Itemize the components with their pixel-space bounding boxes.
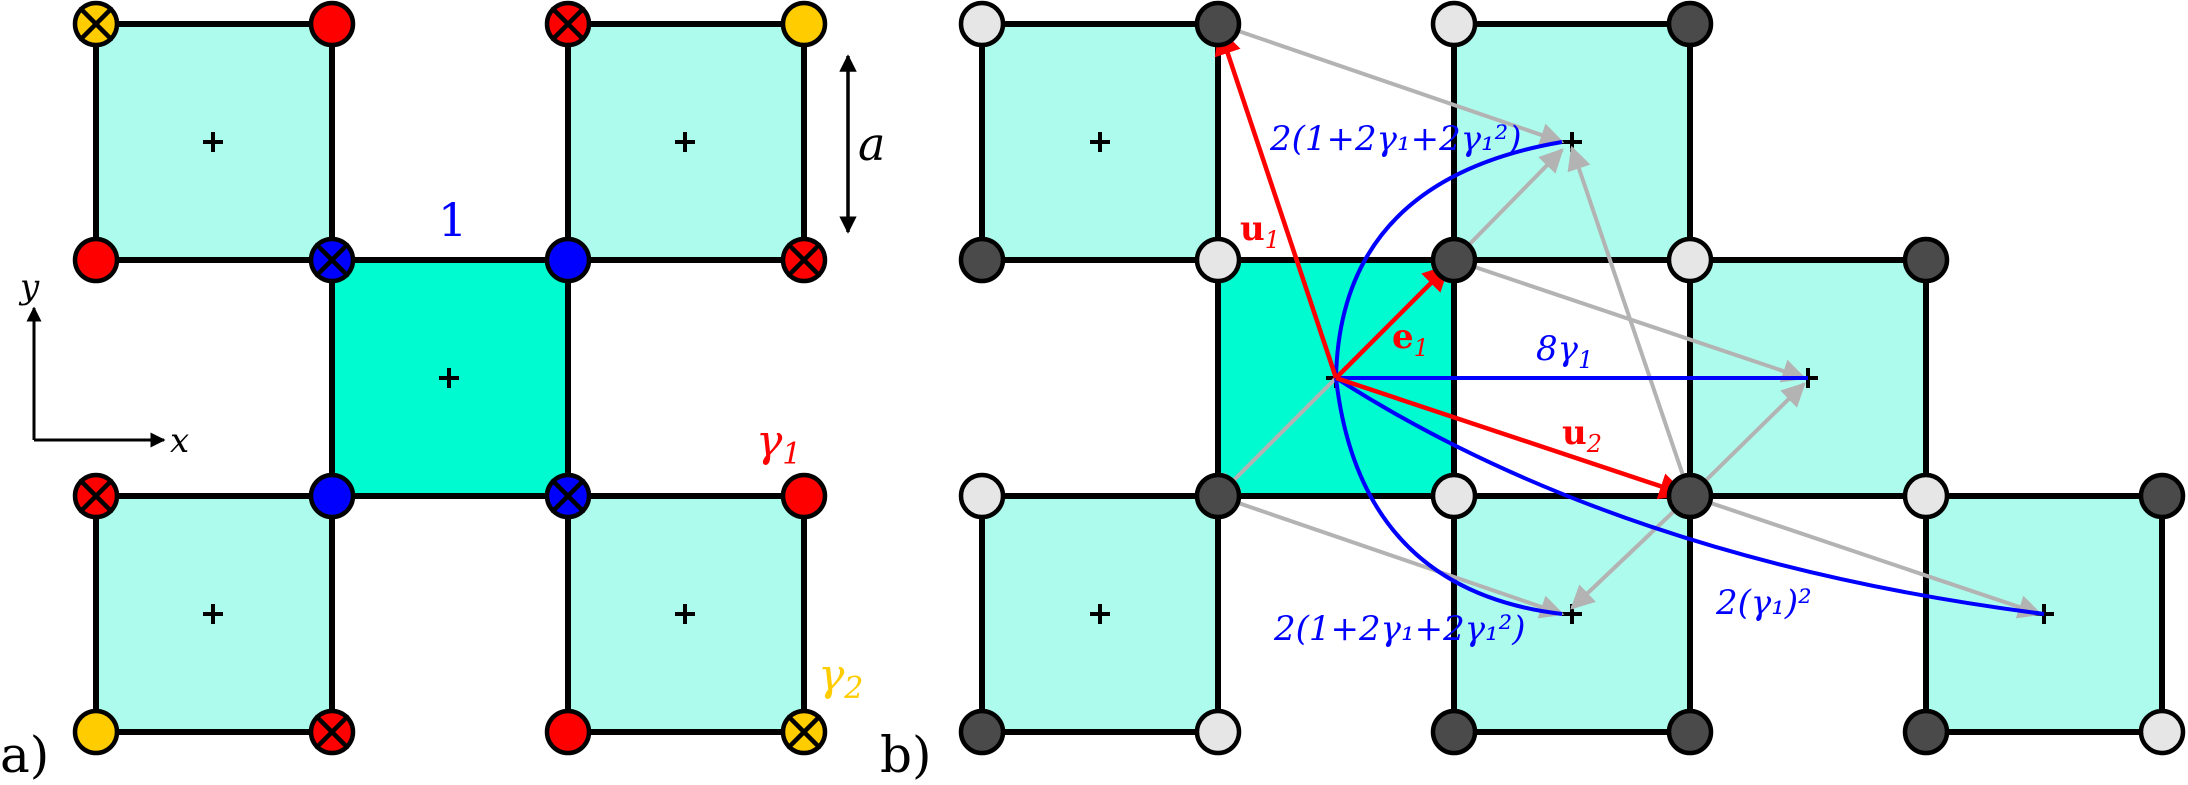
- panel-a: a y x 1 γ1 γ2 a): [0, 0, 885, 784]
- coeff-right-label: 2(γ₁)²: [1715, 583, 1812, 623]
- gray-bond-arrows: [1216, 22, 2043, 619]
- lattice-constant-label: a: [858, 117, 885, 171]
- panel-b-label: b): [880, 726, 932, 784]
- node-blue-crossed: [308, 236, 356, 284]
- vector-u1: [1214, 27, 1339, 379]
- node-red: [780, 472, 828, 520]
- panel-a-nodes: [72, 0, 828, 756]
- panel-b: u1 e1 u2 8γ1 2(1+2γ₁+2γ₁²) 2(1+2γ₁+2γ₁²)…: [880, 0, 2186, 784]
- panel-b-nodes: [958, 0, 2186, 756]
- coeff-8gamma-label: 8γ1: [1536, 329, 1593, 374]
- node-red: [72, 236, 120, 284]
- blue-coupling-curves: [1334, 140, 2045, 616]
- e1-label: e1: [1392, 317, 1429, 362]
- node-red-crossed: [308, 708, 356, 756]
- red-vectors: [1214, 27, 1687, 500]
- node-red-crossed: [544, 0, 592, 48]
- node-yellow: [72, 708, 120, 756]
- gamma2-label: γ2: [818, 650, 863, 706]
- vector-e1: [1334, 264, 1450, 380]
- node-red: [544, 708, 592, 756]
- node-blue: [308, 472, 356, 520]
- u2-label: u2: [1562, 413, 1602, 458]
- coeff-bottom-label: 2(1+2γ₁+2γ₁²): [1273, 609, 1526, 649]
- vector-u2: [1335, 375, 1687, 500]
- u1-label: u1: [1240, 209, 1280, 254]
- panel-a-label: a): [0, 726, 49, 784]
- node-red-crossed: [72, 472, 120, 520]
- coupling-one-label: 1: [438, 193, 467, 247]
- node-blue-crossed: [544, 472, 592, 520]
- axes: y x: [18, 267, 189, 461]
- node-yellow-crossed: [72, 0, 120, 48]
- coeff-top-label: 2(1+2γ₁+2γ₁²): [1269, 119, 1522, 159]
- node-blue: [544, 236, 592, 284]
- axis-y-label: y: [18, 267, 40, 307]
- axis-x-label: x: [170, 421, 189, 461]
- node-red: [308, 0, 356, 48]
- node-red-crossed: [780, 236, 828, 284]
- node-yellow: [780, 0, 828, 48]
- gamma1-label: γ1: [756, 416, 801, 472]
- plaquette-center-markers: [203, 132, 695, 624]
- node-yellow-crossed: [780, 708, 828, 756]
